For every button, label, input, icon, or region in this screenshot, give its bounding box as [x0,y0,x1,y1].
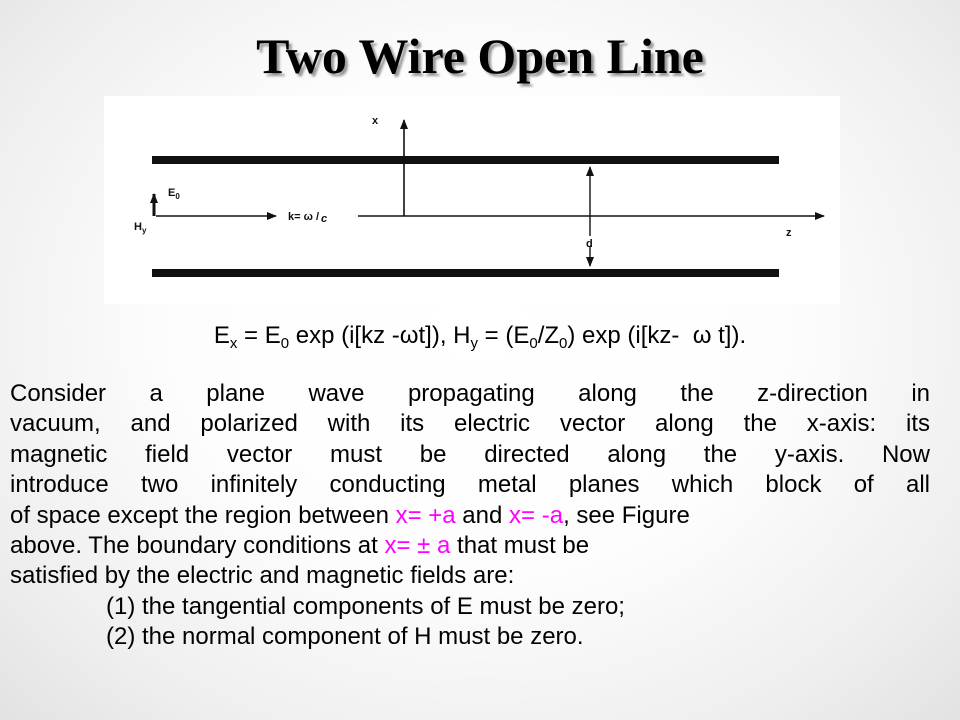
bottom-conductor-plate [152,269,779,277]
x-axis-label: x [372,115,379,127]
separation-label: d [586,238,593,250]
waveguide-figure: x z d E0 Hy k= ω /c [104,96,840,304]
wave-vector-label: k= ω /c [288,211,327,225]
e-field-label: E0 [168,187,180,201]
top-conductor-plate [152,156,779,164]
paragraph-line: magnetic field vector must be directed a… [10,440,930,468]
paragraph-line: above. The boundary conditions at x= ± a… [10,532,590,560]
z-axis-label: z [786,227,792,239]
highlight-x-plus-a: x= +a [395,501,456,529]
paragraph-line: satisfied by the electric and magnetic f… [10,562,515,590]
condition-item: (2) the normal component of H must be ze… [106,623,584,651]
paragraph-line: introduce two infinitely conducting meta… [10,471,930,499]
paragraph-line: of space except the region between x= +a… [10,501,690,529]
condition-item: (1) the tangential components of E must … [106,592,625,620]
field-equation: Ex = E0 exp (i[kz -ωt]), Hy = (E0/Z0) ex… [213,322,747,352]
highlight-x-minus-a: x= -a [509,501,564,529]
explanation-paragraph: Consider a plane wave propagating along … [10,379,954,653]
slide-title: Two Wire Open Line [256,28,704,84]
paragraph-line: vacuum, and polarized with its electric … [10,410,930,438]
h-field-label: Hy [134,221,147,235]
paragraph-line: Consider a plane wave propagating along … [10,380,930,407]
highlight-x-pm-a: x= ± a [384,532,451,560]
waveguide-diagram: x z d E0 Hy k= ω /c [134,115,825,277]
